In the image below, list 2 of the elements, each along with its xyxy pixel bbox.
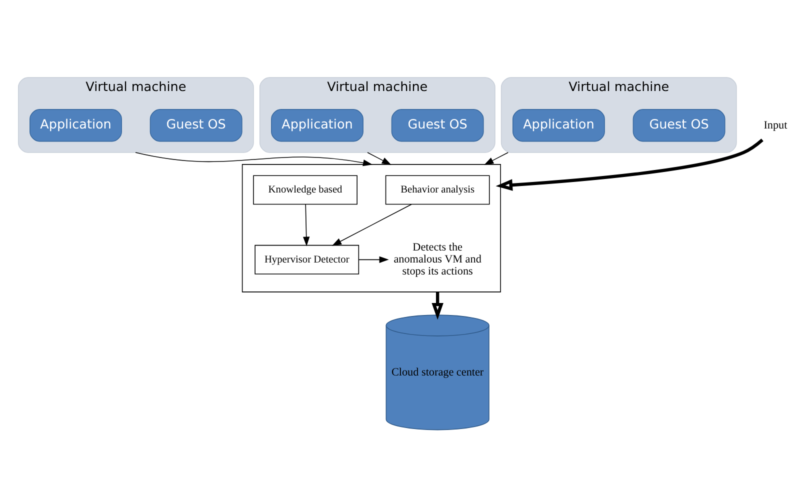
node-text: Input: [764, 118, 788, 131]
node-text: Detects the anomalous VM and stops its actions: [394, 241, 482, 278]
